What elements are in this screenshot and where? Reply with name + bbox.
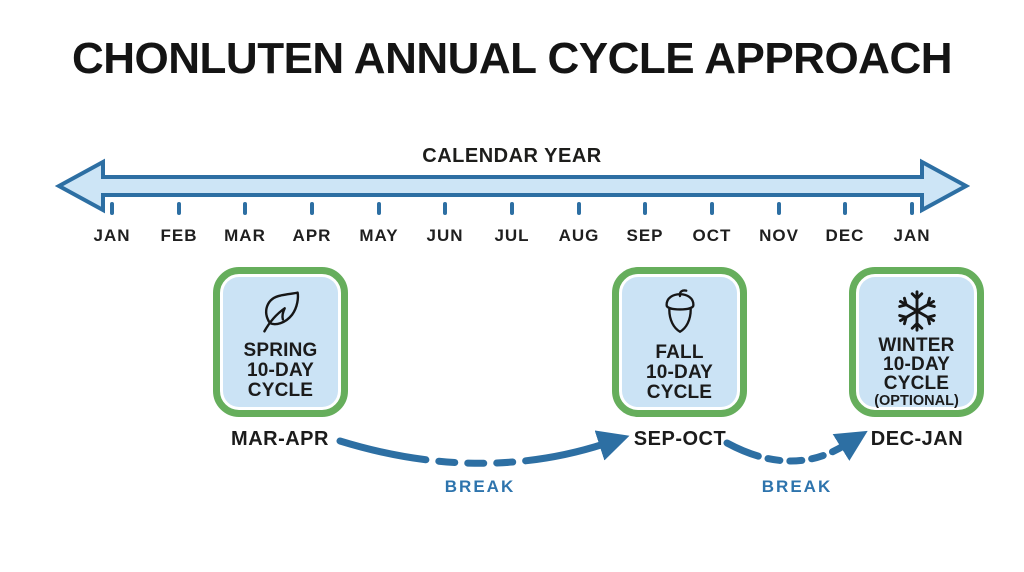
cycle-card-winter-body: WINTER 10-DAY CYCLE (OPTIONAL) — [859, 277, 974, 409]
snowflake-icon — [894, 288, 940, 334]
cycle-range-fall: SEP-OCT — [633, 428, 727, 450]
month-label-mar: MAR — [224, 226, 266, 245]
cycle-card-spring-body: SPRING 10-DAY CYCLE — [223, 277, 338, 407]
month-tick — [643, 202, 647, 215]
cycle-card-optional-note: (OPTIONAL) — [874, 393, 959, 409]
month-label-feb: FEB — [160, 226, 198, 245]
month-tick — [577, 202, 581, 215]
month-tick — [510, 202, 514, 215]
cycle-card-spring: SPRING 10-DAY CYCLE — [213, 267, 348, 417]
month-tick — [910, 202, 914, 215]
cycle-card-label: SPRING 10-DAY CYCLE — [243, 340, 318, 401]
month-tick — [377, 202, 381, 215]
month-tick — [110, 202, 114, 215]
month-label-oct: OCT — [692, 226, 732, 245]
cycle-card-label: WINTER 10-DAY CYCLE — [878, 335, 955, 394]
month-label-jan2: JAN — [893, 226, 931, 245]
page-title: CHONLUTEN ANNUAL CYCLE APPROACH — [72, 34, 953, 83]
break-arrow-1 — [336, 430, 630, 467]
month-label-jun: JUN — [426, 226, 464, 245]
month-label-jul: JUL — [494, 226, 530, 245]
cycle-range-spring: MAR-APR — [231, 428, 329, 450]
month-tick — [310, 202, 314, 215]
month-tick — [243, 202, 247, 215]
month-label-nov: NOV — [759, 226, 799, 245]
month-label-sep: SEP — [626, 226, 664, 245]
month-label-jan: JAN — [93, 226, 131, 245]
month-tick — [777, 202, 781, 215]
break-arrow-2 — [723, 430, 868, 465]
cycle-card-fall-body: FALL 10-DAY CYCLE — [622, 277, 737, 407]
acorn-icon — [658, 288, 702, 338]
cycle-range-winter: DEC-JAN — [870, 428, 964, 450]
month-label-aug: AUG — [558, 226, 600, 245]
month-label-dec: DEC — [825, 226, 865, 245]
month-tick — [710, 202, 714, 215]
calendar-year-arrow — [55, 158, 970, 214]
cycle-card-label: FALL 10-DAY CYCLE — [645, 342, 714, 403]
month-tick — [177, 202, 181, 215]
month-tick — [443, 202, 447, 215]
month-tick — [843, 202, 847, 215]
cycle-card-fall: FALL 10-DAY CYCLE — [612, 267, 747, 417]
break-label-1: BREAK — [444, 477, 516, 496]
leaf-icon — [255, 288, 307, 336]
month-label-apr: APR — [292, 226, 332, 245]
calendar-year-label: CALENDAR YEAR — [422, 145, 602, 167]
month-label-may: MAY — [359, 226, 399, 245]
break-label-2: BREAK — [761, 477, 833, 496]
cycle-card-winter: WINTER 10-DAY CYCLE (OPTIONAL) — [849, 267, 984, 417]
